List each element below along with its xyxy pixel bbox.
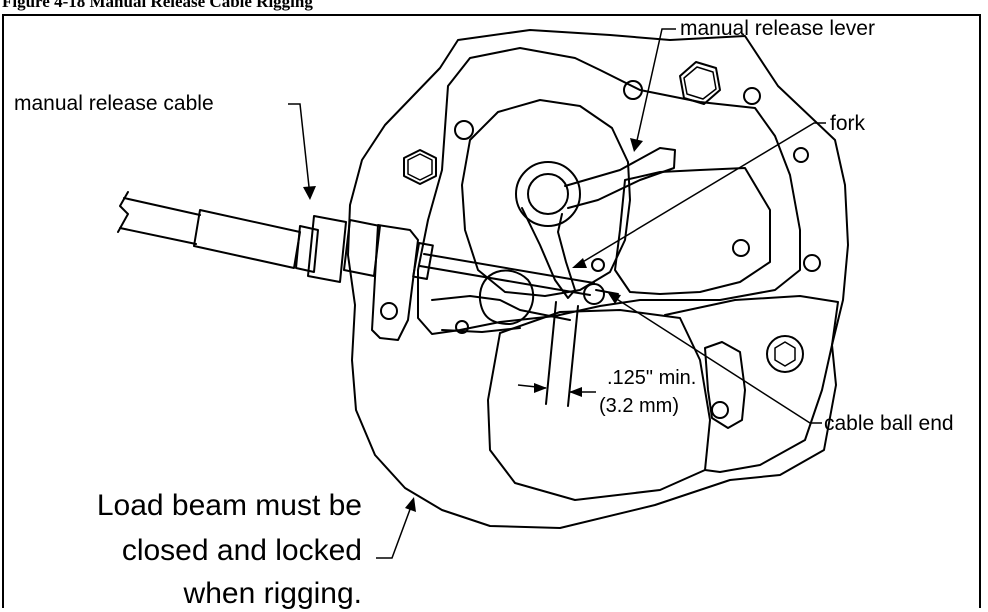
cable-sheath-bottom	[119, 227, 197, 245]
arrowhead-cable	[303, 186, 316, 200]
dimension-extension-left	[545, 301, 557, 405]
cable-clip	[412, 242, 434, 280]
clamp-bracket	[371, 224, 419, 341]
cable-jam-nut	[307, 215, 347, 283]
lower-right-nut-outer	[766, 335, 804, 373]
latch-pocket	[478, 269, 535, 325]
mounting-hole	[591, 258, 605, 272]
cable-break-mark	[117, 191, 129, 233]
mounting-hole	[711, 401, 729, 419]
leader-note	[376, 503, 413, 559]
mounting-hole	[380, 302, 398, 320]
cable-ball	[583, 283, 605, 305]
cable-adjust-nut	[343, 219, 381, 277]
arrowhead-dim-right	[569, 387, 582, 397]
mounting-hole	[743, 87, 761, 105]
cable-wire-bottom	[419, 265, 591, 296]
cable-nut	[295, 225, 319, 273]
label-manual-release-lever: manual release lever	[680, 17, 875, 40]
hex-bolt-right	[679, 61, 721, 105]
mounting-hole	[803, 254, 821, 272]
mounting-hole	[455, 320, 469, 334]
figure-frame	[2, 14, 981, 608]
label-fork: fork	[830, 112, 866, 135]
mounting-hole	[454, 120, 474, 140]
right-slot	[704, 341, 746, 429]
arrowhead-ball-end	[608, 293, 621, 304]
lower-right-nut	[774, 341, 796, 367]
hex-bolt-right-inner	[683, 66, 717, 100]
cable-wire-top	[423, 253, 595, 284]
hook-body-outline	[347, 29, 849, 529]
hex-bolt-left-inner	[407, 153, 433, 181]
mounting-hole	[732, 239, 750, 257]
cable-sheath-top	[123, 197, 201, 216]
upper-plate	[417, 47, 801, 335]
label-cable-ball-end: cable ball end	[824, 412, 954, 435]
lower-pocket	[431, 295, 571, 333]
mounting-hole	[793, 147, 809, 163]
lever-arm-down	[521, 207, 576, 299]
cable-wire-end	[595, 289, 619, 295]
pivot-hub-outer	[515, 161, 581, 227]
arrowhead-dim-left	[534, 383, 547, 393]
leader-fork	[575, 122, 826, 267]
right-cavity	[614, 167, 771, 295]
figure-caption: Figure 4-18 Manual Release Cable Rigging	[2, 0, 313, 11]
pivot-hub-inner	[527, 173, 569, 215]
label-manual-release-cable: manual release cable	[14, 92, 214, 115]
label-clearance-inch: .125" min.	[607, 367, 696, 389]
cable-ferrule	[193, 209, 301, 269]
leader-cable-ball-end	[611, 295, 822, 424]
leader-manual-release-cable	[288, 103, 311, 197]
dimension-extension-right	[567, 305, 579, 407]
label-clearance-mm: (3.2 mm)	[599, 395, 679, 417]
arrowhead-note	[405, 497, 416, 512]
hex-bolt-left	[403, 149, 437, 185]
manual-release-lever	[564, 147, 676, 209]
leader-manual-release-lever	[635, 28, 676, 146]
load-beam	[664, 295, 839, 473]
mounting-hole	[623, 80, 643, 100]
arrowhead-fork	[572, 258, 587, 268]
figure-caption-strip: Figure 4-18 Manual Release Cable Rigging	[0, 0, 988, 14]
note-line-2: closed and locked	[122, 534, 362, 567]
arrowhead-lever	[630, 138, 643, 152]
note-line-1: Load beam must be	[97, 489, 362, 522]
note-line-3: when rigging.	[183, 577, 362, 610]
